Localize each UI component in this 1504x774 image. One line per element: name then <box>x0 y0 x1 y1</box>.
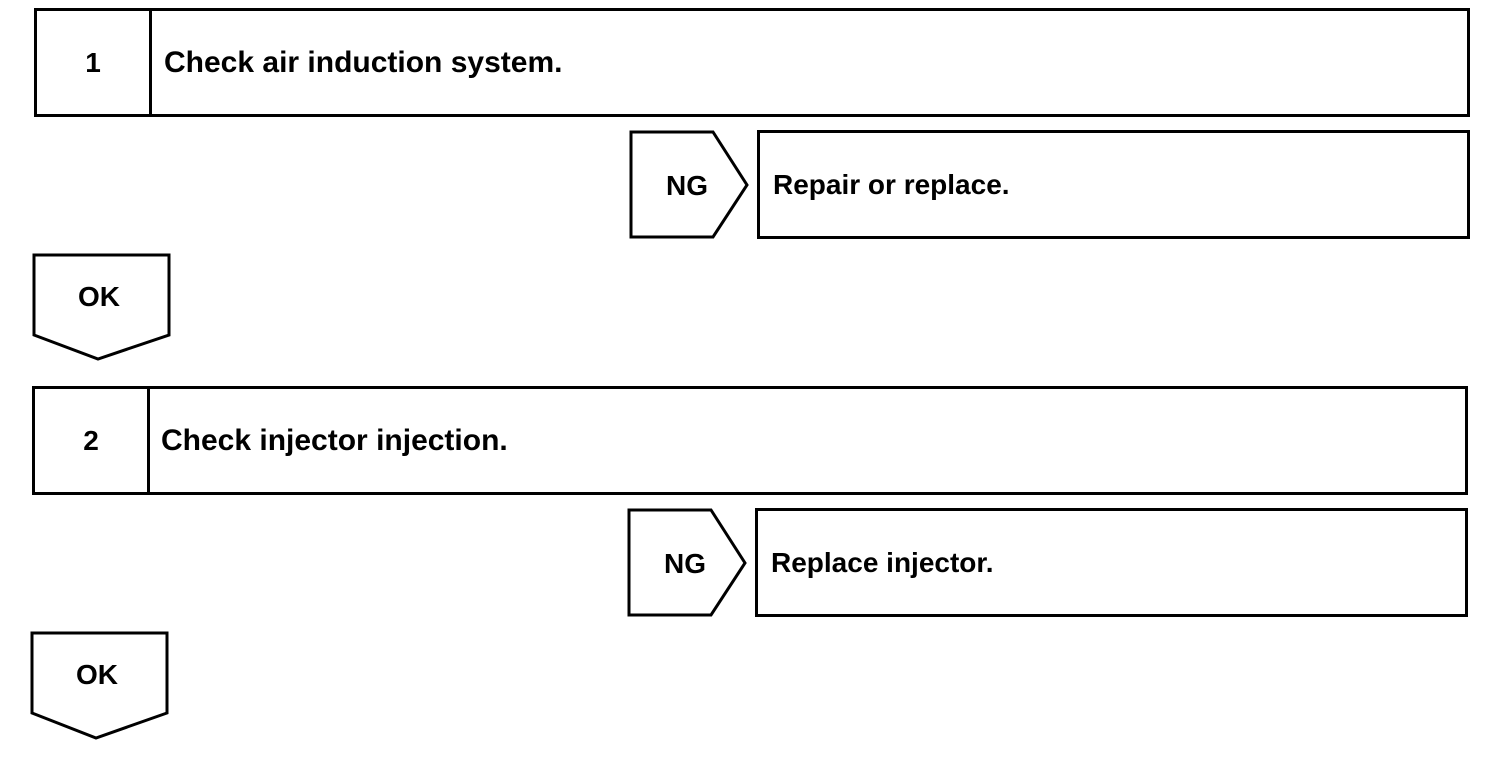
step-1-ok-label: OK <box>78 281 120 312</box>
step-2-ng-action: Replace injector. <box>755 508 1468 617</box>
step-1-ng-label: NG <box>666 170 708 201</box>
step-1-ok-arrow: OK <box>32 253 171 361</box>
step-2-box: 2 Check injector injection. <box>32 386 1468 495</box>
step-2-ok-arrow: OK <box>30 631 169 740</box>
step-2-number: 2 <box>35 389 150 492</box>
step-2-ng-tag: NG <box>627 508 747 617</box>
step-1-box: 1 Check air induction system. <box>34 8 1470 117</box>
step-2-ok-label: OK <box>76 659 118 690</box>
step-1-number: 1 <box>37 11 152 114</box>
step-1-ng-action: Repair or replace. <box>757 130 1470 239</box>
step-2-ng-label: NG <box>664 548 706 579</box>
step-1-title: Check air induction system. <box>164 45 563 79</box>
step-1-ng-tag: NG <box>629 130 749 239</box>
step-2-title: Check injector injection. <box>161 423 508 457</box>
